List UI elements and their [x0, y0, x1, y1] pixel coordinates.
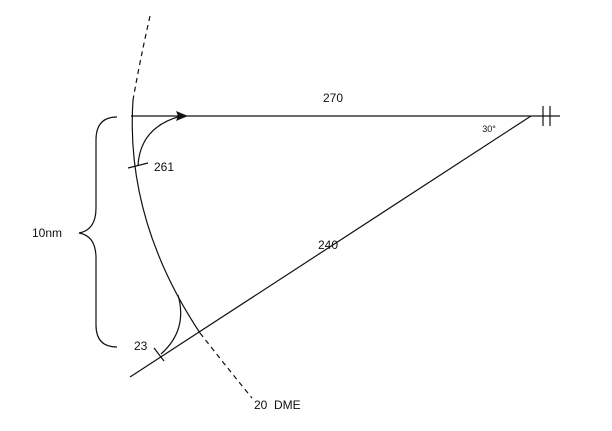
radial-240-line [129, 115, 532, 378]
arrowhead-icon [176, 111, 188, 121]
label-arc-entry-heading: 261 [154, 160, 174, 174]
turn-arc-bottom [160, 294, 182, 355]
arc-tick-entry [127, 162, 149, 169]
label-radial-270: 270 [323, 91, 343, 105]
turn-arc-top [137, 115, 182, 167]
label-radial-240: 240 [318, 238, 338, 252]
label-distance: 10nm [32, 226, 62, 240]
distance-brace [78, 116, 118, 348]
label-arc-name: 20 DME [254, 398, 301, 412]
dme-arc-dashed-top [132, 15, 151, 101]
label-angle: 30° [482, 124, 496, 134]
dme-arc-dashed-bottom [199, 332, 253, 399]
double-bar-station-icon [531, 106, 560, 126]
dme-arc-solid [131, 99, 201, 334]
label-arc-exit-heading: 23 [134, 339, 148, 353]
arc-tick-exit [153, 347, 165, 362]
